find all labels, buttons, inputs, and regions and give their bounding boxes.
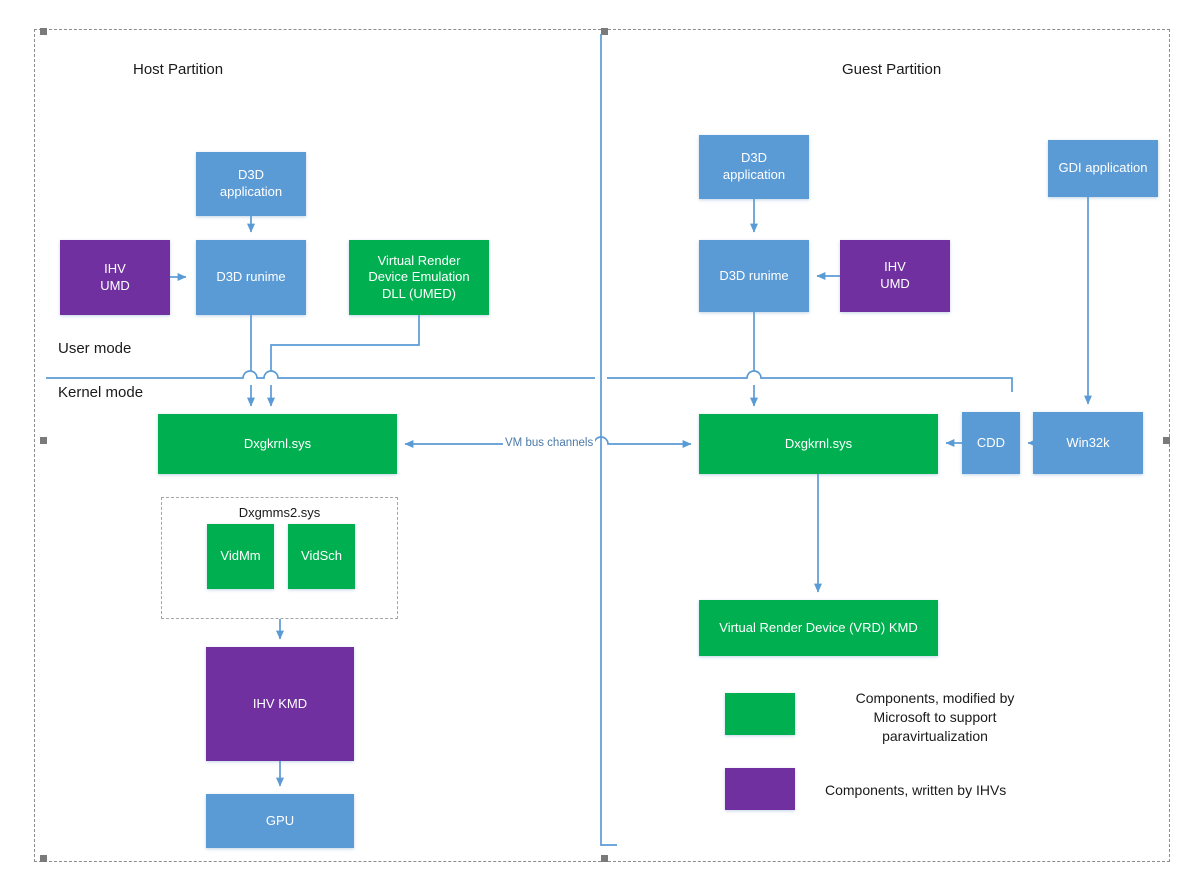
guest-d3d-runtime-label: D3D runime bbox=[719, 267, 789, 283]
host-virtual-render-device-emulation-dll-box[interactable]: Virtual Render Device Emulation DLL (UME… bbox=[349, 240, 489, 315]
dxgmms2-group-box bbox=[161, 497, 398, 619]
host-dxgkrnl-box[interactable]: Dxgkrnl.sys bbox=[158, 414, 397, 474]
guest-vrd-kmd-box[interactable]: Virtual Render Device (VRD) KMD bbox=[699, 600, 938, 656]
legend-swatch-green bbox=[725, 693, 795, 735]
host-gpu-box[interactable]: GPU bbox=[206, 794, 354, 848]
guest-d3d-runtime-box[interactable]: D3D runime bbox=[699, 240, 809, 312]
guest-dxgkrnl-box[interactable]: Dxgkrnl.sys bbox=[699, 414, 938, 474]
vidmm-label: VidMm bbox=[220, 548, 261, 564]
legend-purple-line1: Components, written by IHVs bbox=[825, 782, 1007, 798]
host-ihv-umd-box[interactable]: IHV UMD bbox=[60, 240, 170, 315]
frame-handle-left-middle[interactable] bbox=[40, 437, 47, 444]
frame-handle-top-center[interactable] bbox=[601, 28, 608, 35]
vidmm-box[interactable]: VidMm bbox=[207, 524, 274, 589]
host-dxgkrnl-label: Dxgkrnl.sys bbox=[243, 435, 312, 451]
guest-d3d-application-line1: D3D bbox=[740, 150, 767, 166]
host-d3d-application-box[interactable]: D3D application bbox=[196, 152, 306, 216]
host-d3d-application-line2: application bbox=[219, 184, 283, 199]
legend-green-line3: paravirtualization bbox=[882, 727, 988, 744]
host-ihv-umd-line1: IHV bbox=[104, 260, 126, 276]
host-ihv-kmd-box[interactable]: IHV KMD bbox=[206, 647, 354, 761]
legend-label-green: Components, modified by Microsoft to sup… bbox=[820, 689, 1050, 746]
frame-handle-bottom-left[interactable] bbox=[40, 855, 47, 862]
host-ihv-umd-line2: UMD bbox=[100, 277, 130, 293]
vidsch-label: VidSch bbox=[301, 548, 342, 564]
guest-partition-title: Guest Partition bbox=[842, 61, 942, 78]
host-partition-title: Host Partition bbox=[133, 61, 224, 78]
host-vred-line2: Device Emulation bbox=[368, 269, 470, 285]
guest-d3d-application-line2: application bbox=[722, 167, 786, 182]
guest-win32k-box[interactable]: Win32k bbox=[1033, 412, 1143, 474]
user-mode-label: User mode bbox=[58, 340, 132, 357]
guest-cdd-label: CDD bbox=[976, 434, 1006, 450]
vidsch-box[interactable]: VidSch bbox=[288, 524, 355, 589]
guest-cdd-box[interactable]: CDD bbox=[962, 412, 1020, 474]
vm-bus-channels-label: VM bus channels bbox=[503, 437, 596, 449]
kernel-mode-label: Kernel mode bbox=[58, 384, 144, 401]
guest-gdi-application-label: GDI application bbox=[1058, 160, 1148, 176]
host-ihv-kmd-label: IHV KMD bbox=[252, 695, 308, 711]
guest-d3d-application-box[interactable]: D3D application bbox=[699, 135, 809, 199]
guest-dxgkrnl-label: Dxgkrnl.sys bbox=[784, 435, 853, 451]
guest-ihv-umd-line1: IHV bbox=[884, 259, 906, 275]
legend-swatch-purple bbox=[725, 768, 795, 810]
host-d3d-runtime-box[interactable]: D3D runime bbox=[196, 240, 306, 315]
frame-handle-right-middle[interactable] bbox=[1163, 437, 1170, 444]
host-vred-line3: DLL (UMED) bbox=[382, 285, 456, 301]
guest-win32k-label: Win32k bbox=[1066, 434, 1110, 450]
frame-handle-bottom-center[interactable] bbox=[601, 855, 608, 862]
host-d3d-runtime-label: D3D runime bbox=[216, 269, 286, 285]
dxgmms2-group-title: Dxgmms2.sys bbox=[238, 505, 321, 520]
legend-green-line2: Microsoft to support bbox=[873, 708, 997, 725]
host-vred-line1: Virtual Render bbox=[377, 252, 461, 268]
legend-label-purple: Components, written by IHVs bbox=[825, 781, 1075, 800]
guest-gdi-application-box[interactable]: GDI application bbox=[1048, 140, 1158, 197]
host-gpu-label: GPU bbox=[265, 812, 295, 828]
frame-handle-top-left[interactable] bbox=[40, 28, 47, 35]
guest-vrd-kmd-label: Virtual Render Device (VRD) KMD bbox=[719, 619, 918, 635]
guest-ihv-umd-line2: UMD bbox=[880, 276, 910, 291]
host-d3d-application-line1: D3D bbox=[237, 167, 264, 183]
guest-ihv-umd-box[interactable]: IHV UMD bbox=[840, 240, 950, 312]
legend-green-line1: Components, modified by bbox=[855, 690, 1015, 706]
